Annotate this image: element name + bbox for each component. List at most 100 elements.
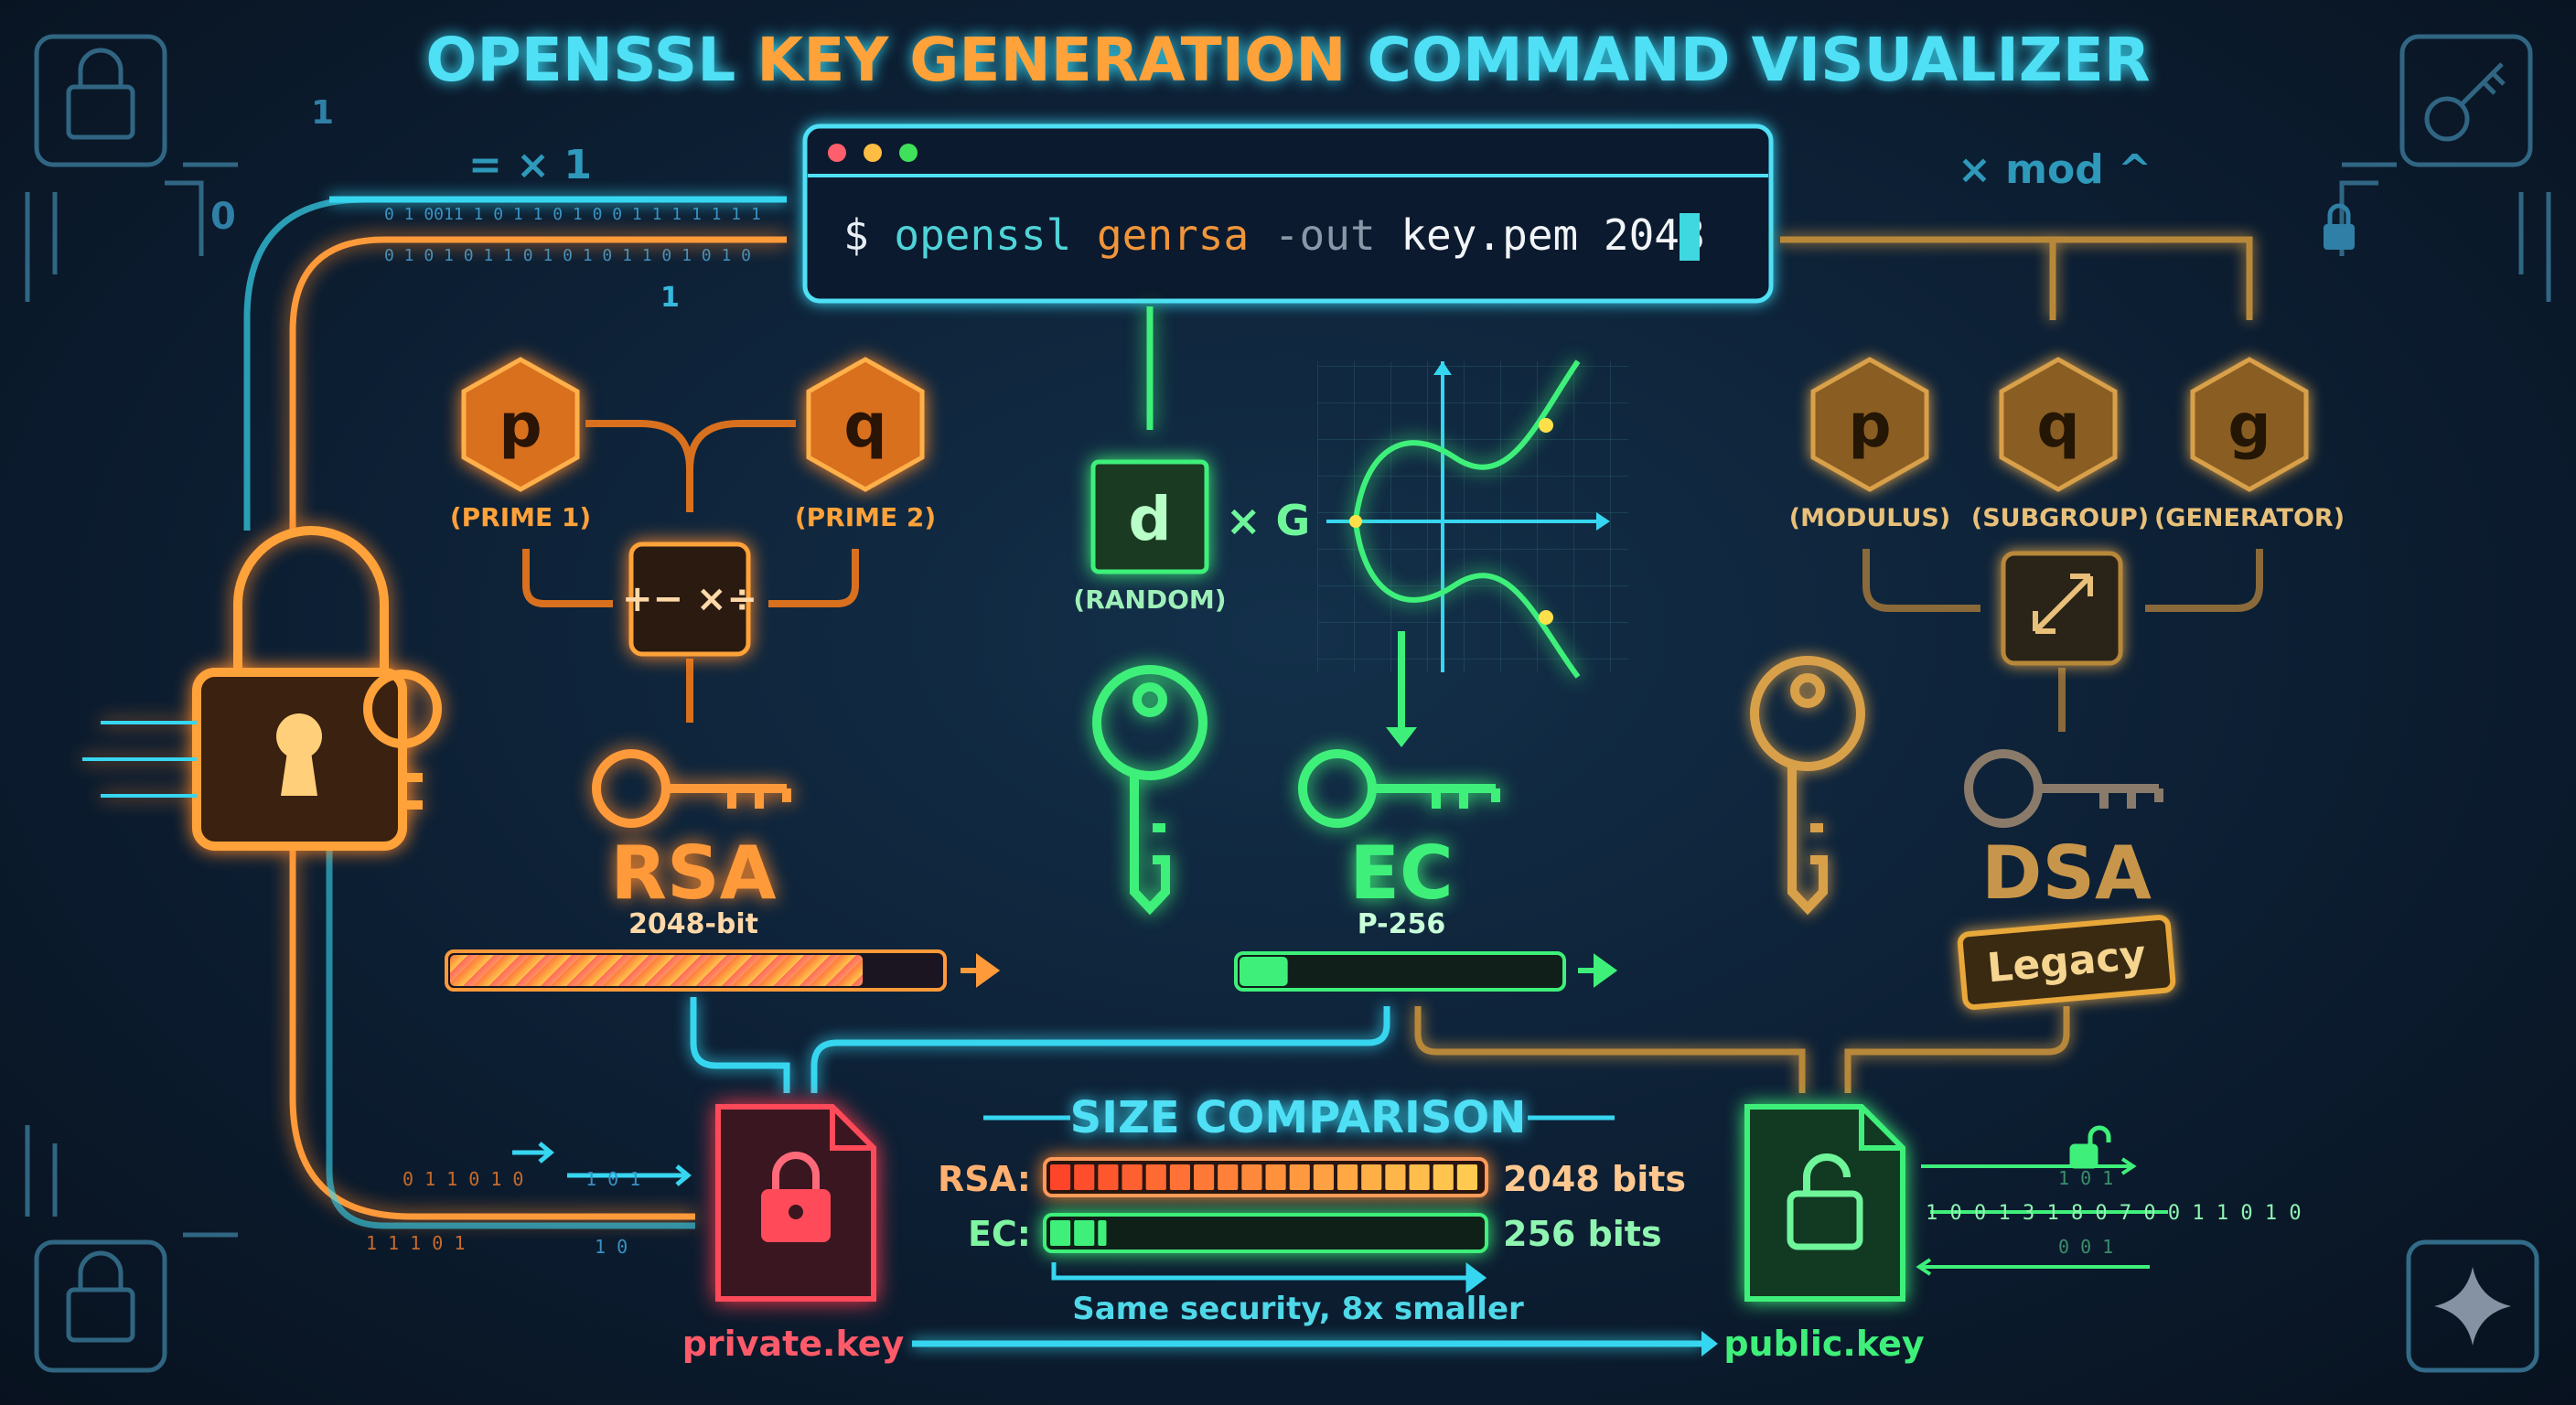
dsa-key-icon	[1964, 749, 2163, 828]
ec-d-letter: d	[1128, 484, 1171, 554]
binary-stream: 1 0 1	[585, 1168, 640, 1190]
ec-d-label: (RANDOM)	[1073, 585, 1226, 615]
elliptic-curve-graph	[1317, 359, 1628, 747]
dsa-q-cube	[1999, 357, 2118, 492]
compare-segment	[1218, 1164, 1239, 1190]
rsa-compare-value: 2048 bits	[1503, 1159, 1686, 1199]
title-part-2: KEY GENERATION	[757, 25, 1367, 95]
ec-times-g: × G	[1226, 496, 1310, 545]
dsa-g-label: (GENERATOR)	[2154, 504, 2345, 532]
title-part-3: COMMAND VISUALIZER	[1368, 25, 2151, 95]
page-title: OPENSSL KEY GENERATION COMMAND VISUALIZE…	[425, 25, 2150, 95]
ec-progress-fill	[1240, 957, 1288, 986]
compare-segment	[1050, 1164, 1071, 1190]
compare-segment	[1289, 1164, 1310, 1190]
compare-segment	[1409, 1164, 1430, 1190]
window-close-dot[interactable]	[828, 144, 846, 162]
compare-segment	[1074, 1164, 1095, 1190]
rsa-p-label: (PRIME 1)	[450, 502, 591, 532]
ec-random-d-box	[1090, 459, 1209, 574]
public-key-arrows	[1916, 1157, 2168, 1276]
dsa-vertical-key-icon	[1750, 656, 1865, 916]
rsa-title: RSA	[610, 831, 776, 916]
binary-stream: 1 0 1	[2058, 1167, 2113, 1189]
rsa-calculator-chip-icon: +− ×÷	[622, 542, 757, 657]
compare-segment	[1074, 1220, 1095, 1246]
compare-segment	[1337, 1164, 1358, 1190]
decor-digit: 0	[210, 196, 236, 238]
padlock-key-icon	[82, 526, 442, 851]
window-maximize-dot[interactable]	[899, 144, 918, 162]
small-padlock-right-icon	[2324, 203, 2355, 250]
compare-segment	[1145, 1164, 1166, 1190]
terminal-cursor	[1680, 213, 1700, 261]
ec-curve: P-256	[1358, 908, 1446, 940]
rsa-compare-segments	[1050, 1164, 1477, 1190]
compare-segment	[1050, 1220, 1071, 1246]
ec-vertical-key-icon	[1092, 665, 1208, 916]
decor-digit: 1	[660, 282, 680, 314]
corner-padlock-bottom-left-icon	[25, 1125, 238, 1373]
command-filename: key.pem	[1401, 210, 1578, 260]
compare-segment	[1265, 1164, 1286, 1190]
ec-key-icon	[1298, 749, 1500, 828]
terminal-command[interactable]: $ openssl genrsa -out key.pem 2048	[843, 210, 1705, 260]
decor-digit: 1	[311, 94, 334, 132]
rsa-prime-p-cube	[461, 357, 580, 492]
dsa-chip-icon	[2001, 551, 2123, 666]
private-key-arrows	[512, 1142, 692, 1186]
corner-sparkle-bottom-right-icon	[2406, 1239, 2539, 1373]
command-flag-out: -out	[1274, 210, 1376, 260]
command-genrsa: genrsa	[1097, 210, 1249, 260]
binary-stream: 0 1 1 0 1 0	[402, 1168, 523, 1190]
public-key-label: public.key	[1723, 1324, 1924, 1364]
command-openssl: openssl	[894, 210, 1071, 260]
compare-segment	[1433, 1164, 1454, 1190]
compare-segment	[1385, 1164, 1406, 1190]
ec-compare-segments	[1050, 1220, 1107, 1246]
rsa-p-letter: p	[499, 391, 542, 461]
rsa-flow-arrows	[522, 420, 859, 723]
unlock-small-icon	[2069, 1125, 2111, 1169]
compare-segment	[1194, 1164, 1215, 1190]
private-key-file-icon	[715, 1104, 876, 1302]
compare-segment	[1361, 1164, 1382, 1190]
ec-compare-value: 256 bits	[1503, 1214, 1662, 1254]
title-part-1: OPENSSL	[425, 25, 757, 95]
binary-stream: 1 1 1 0 1	[366, 1232, 465, 1254]
compare-segment	[1122, 1164, 1143, 1190]
dsa-g-cube	[2190, 357, 2309, 492]
svg-text:+− ×÷: +− ×÷	[622, 578, 757, 620]
rsa-q-label: (PRIME 2)	[795, 502, 936, 532]
rsa-progress-fill	[450, 955, 864, 986]
rsa-prime-q-cube	[806, 357, 925, 492]
ec-compare-bar	[1043, 1213, 1488, 1253]
rsa-progress-bar	[445, 949, 1001, 992]
dsa-p-cube	[1810, 357, 1929, 492]
rsa-size: 2048-bit	[628, 908, 758, 940]
dsa-g-letter: g	[2227, 391, 2270, 461]
corner-padlock-top-left-icon	[25, 34, 238, 302]
decor-operators-right: × mod ^	[1958, 146, 2152, 193]
terminal-window[interactable]	[802, 123, 1774, 304]
dsa-p-letter: p	[1848, 391, 1891, 461]
decor-operators-left: = × 1	[468, 142, 592, 188]
compare-segment	[1098, 1164, 1119, 1190]
comparison-arrow	[1051, 1262, 1487, 1293]
window-minimize-dot[interactable]	[864, 144, 882, 162]
compare-segment	[1098, 1220, 1107, 1246]
ec-compare-label: EC:	[968, 1214, 1031, 1254]
public-key-file-icon	[1744, 1104, 1905, 1302]
dsa-q-label: (SUBGROUP)	[1971, 504, 2149, 532]
corner-key-top-right-icon	[2339, 34, 2551, 302]
rsa-q-letter: q	[843, 391, 886, 461]
legacy-badge: Legacy	[1957, 915, 2176, 1010]
ec-progress-bar	[1234, 951, 1618, 992]
dsa-p-label: (MODULUS)	[1789, 504, 1950, 532]
prompt: $	[843, 210, 869, 260]
size-comparison-note: Same security, 8x smaller	[1072, 1291, 1524, 1327]
compare-segment	[1313, 1164, 1334, 1190]
dsa-cubes	[1810, 357, 2309, 492]
rsa-key-icon	[592, 749, 791, 828]
binary-stream: 1 0	[595, 1236, 628, 1258]
